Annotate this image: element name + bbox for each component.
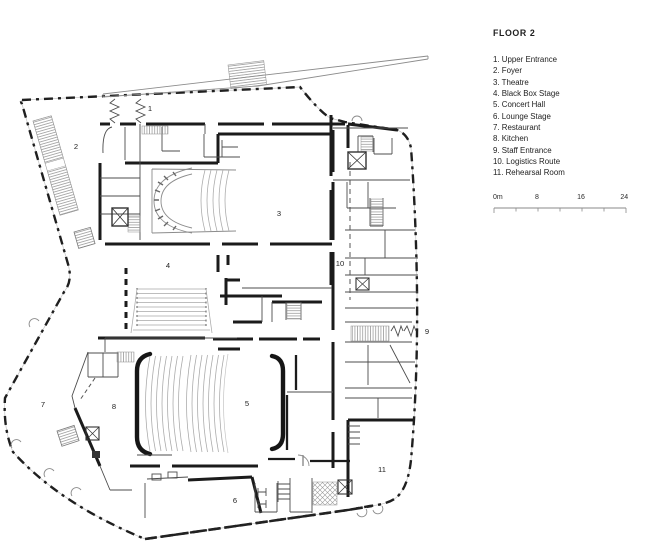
- scale-label: 0m: [493, 194, 503, 201]
- room-label-11: 11: [378, 465, 386, 474]
- room-label-1: 1: [148, 104, 152, 113]
- concert-hall-proscenium: [269, 353, 286, 452]
- shaft-crosshatch: [312, 481, 338, 506]
- stair-hatches: [32, 115, 390, 506]
- facade-door-bump: [10, 439, 22, 449]
- legend-item: 1. Upper Entrance: [493, 55, 558, 64]
- door-swing-arc: [297, 454, 310, 467]
- facade-door-bump: [356, 508, 368, 518]
- concert-hall-back-wall: [134, 351, 153, 457]
- elevator-x-icon: [347, 151, 367, 170]
- foyer-stair-hatch: [127, 215, 141, 233]
- stage-walls: [268, 355, 350, 463]
- facade-door-bump: [372, 505, 384, 515]
- foyer-tilted-stair-hatch: [73, 226, 96, 249]
- legend-item: 5. Concert Hall: [493, 100, 546, 110]
- elevator-x-icon: [85, 426, 100, 441]
- scale-label: 8: [535, 194, 539, 201]
- ramp-stair-hatch: [227, 60, 267, 90]
- concert-hall-seating: [145, 353, 229, 454]
- lounge-fixture: [151, 473, 162, 481]
- stair-hatch: [286, 302, 302, 320]
- scale-bar-labels: 0m 8 16 24: [493, 194, 633, 204]
- legend-item: 9. Staff Entrance: [493, 145, 552, 155]
- structural-walls: [73, 115, 413, 514]
- staff-entrance-steps-hatch: [350, 325, 390, 342]
- room-labels: 1 2 3 4 5 6 7 8 9 10 11: [41, 104, 429, 505]
- page-title: FLOOR 2: [493, 28, 536, 38]
- room-label-8: 8: [112, 402, 116, 411]
- stair-hatch: [370, 198, 384, 226]
- legend-item: 7. Restaurant: [493, 123, 541, 133]
- legend-item: 11. Rehearsal Room: [493, 168, 565, 178]
- facade-door-bump: [70, 487, 82, 497]
- legend-item: 10. Logistics Route: [493, 157, 561, 167]
- entrance-steps-hatch: [141, 125, 169, 135]
- room-legend: 1. Upper Entrance 2. Foyer 3. Theatre 4.…: [493, 54, 643, 179]
- entrance-door-spring-icon: [108, 98, 121, 124]
- lounge-fixture: [167, 471, 178, 479]
- room-label-2: 2: [74, 142, 78, 151]
- staff-door-spring-icon: [403, 324, 417, 338]
- facade-outline: [3, 85, 419, 541]
- entrance-door-spring-icon: [134, 98, 147, 124]
- legend-item: 2. Foyer: [493, 66, 522, 76]
- room-label-7: 7: [41, 400, 45, 409]
- room-label-9: 9: [425, 327, 429, 336]
- elevator-x-icon: [355, 277, 370, 291]
- staff-door-spring-icon: [390, 324, 404, 338]
- scale-label: 16: [577, 194, 585, 201]
- room-label-10: 10: [336, 259, 344, 268]
- elevator-x-icon: [337, 479, 353, 495]
- elevators: [85, 151, 370, 495]
- room-label-4: 4: [166, 261, 170, 270]
- theatre-auditorium: [151, 167, 237, 234]
- door-swing-arc: [351, 115, 363, 122]
- scale-bar-rule: [493, 207, 627, 213]
- room-label-3: 3: [277, 209, 281, 218]
- foyer-escalator-hatch: [32, 115, 79, 216]
- room-label-6: 6: [233, 496, 237, 505]
- restaurant-tilted-stair-hatch: [56, 424, 80, 447]
- exterior-ramp: [102, 55, 429, 98]
- stair-hatch: [360, 136, 374, 152]
- facade-door-bump: [28, 318, 40, 328]
- stair-hatch: [116, 351, 135, 363]
- legend-item: 8. Kitchen: [493, 134, 529, 144]
- legend-item: 6. Lounge Stage: [493, 111, 551, 121]
- room-label-5: 5: [245, 399, 249, 408]
- scale-label: 24: [620, 194, 629, 201]
- legend-item: 4. Black Box Stage: [493, 89, 560, 99]
- legend-item: 3. Theatre: [493, 77, 529, 87]
- kitchen-duct: [92, 451, 100, 458]
- scale-bar: 0m 8 16 24: [493, 194, 633, 216]
- info-panel: FLOOR 2 1. Upper Entrance 2. Foyer 3. Th…: [493, 28, 643, 179]
- facade-door-bump: [43, 468, 55, 478]
- elevator-x-icon: [111, 207, 129, 227]
- kitchen-dashed-wall: [79, 377, 96, 401]
- blackbox-seating: [130, 288, 213, 334]
- doors: [10, 98, 417, 518]
